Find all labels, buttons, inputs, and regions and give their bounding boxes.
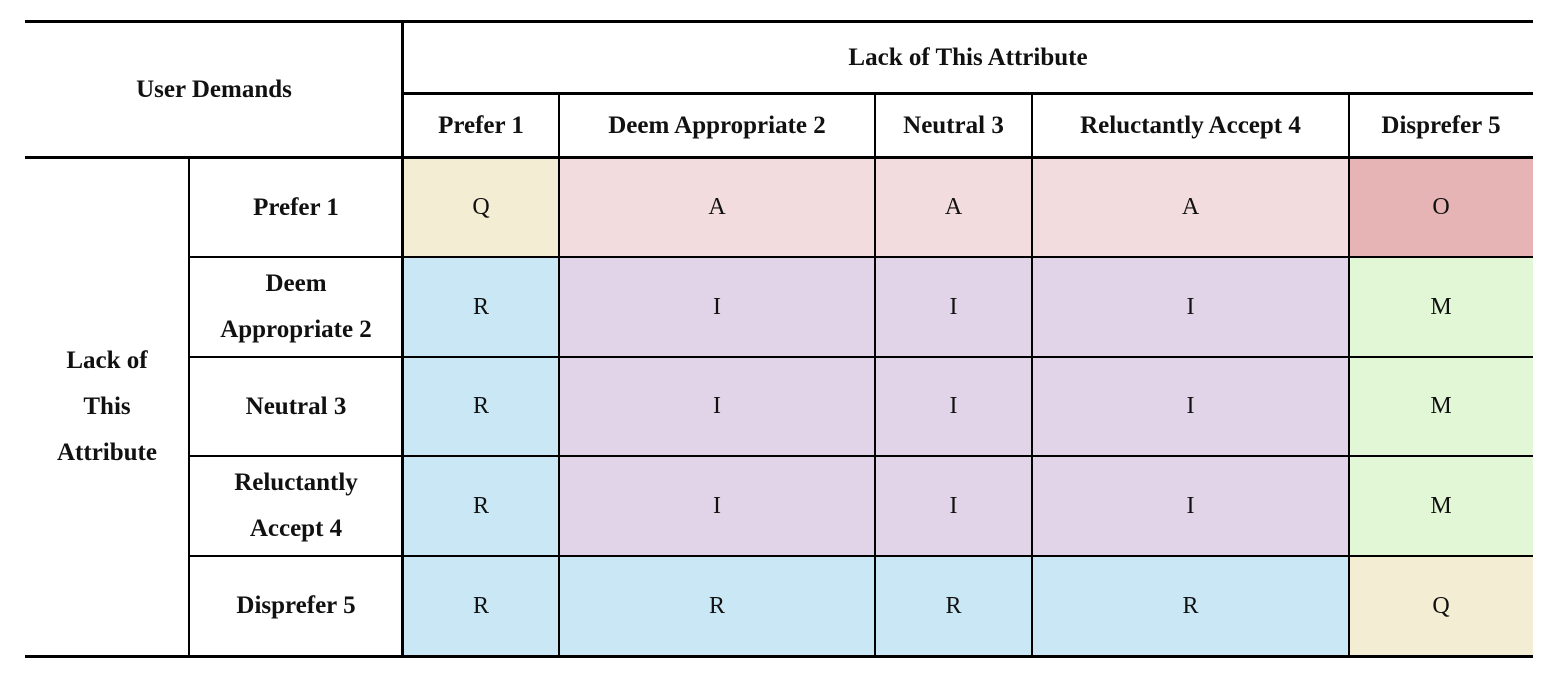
column-header-neutral: Neutral 3	[903, 112, 1004, 139]
row-group-header-line: This	[83, 393, 131, 420]
table-cell: R	[403, 357, 559, 456]
table-cell: O	[1349, 158, 1533, 257]
table-cell: R	[875, 556, 1032, 656]
row-group-divider-vertical	[188, 158, 190, 658]
header-bottom-rule	[25, 156, 1533, 159]
row-header-prefer: Prefer 1	[189, 158, 403, 257]
column-header-deem-appropriate: Deem Appropriate 2	[608, 112, 826, 139]
corner-header-user-demands: User Demands	[136, 76, 292, 103]
column-divider-vertical	[1348, 94, 1350, 658]
table-cell: I	[1032, 456, 1349, 556]
column-divider-vertical	[874, 94, 876, 658]
table-cell: M	[1349, 357, 1533, 456]
column-header-prefer: Prefer 1	[438, 112, 524, 139]
row-header-line: Accept 4	[249, 515, 343, 542]
bottom-rule	[25, 655, 1533, 658]
table-cell: R	[559, 556, 875, 656]
row-header-line: Appropriate 2	[220, 316, 372, 343]
column-header-reluctantly-accept: Reluctantly Accept 4	[1080, 112, 1301, 139]
table-cell: A	[559, 158, 875, 257]
row-group-header: Lack of This Attribute	[25, 158, 189, 656]
table-cell: I	[559, 257, 875, 357]
table-cell: A	[1032, 158, 1349, 257]
column-divider-vertical	[1031, 94, 1033, 658]
table-cell: Q	[403, 158, 559, 257]
table-cell: R	[403, 456, 559, 556]
row-header-neutral: Neutral 3	[189, 357, 403, 456]
row-divider-horizontal	[189, 555, 1533, 557]
row-header-line: Reluctantly	[234, 469, 358, 496]
table-cell: R	[403, 556, 559, 656]
row-divider-horizontal	[189, 455, 1533, 457]
table-cell: I	[875, 456, 1032, 556]
row-header-disprefer: Disprefer 5	[189, 556, 403, 656]
table-cell: I	[875, 357, 1032, 456]
row-header-line: Disprefer 5	[236, 592, 356, 619]
column-header-disprefer: Disprefer 5	[1381, 112, 1501, 139]
table-cell: R	[1032, 556, 1349, 656]
table-cell: Q	[1349, 556, 1533, 656]
row-group-header-line: Attribute	[57, 439, 157, 466]
row-divider-horizontal	[189, 356, 1533, 358]
table-cell: I	[1032, 357, 1349, 456]
table-cell: I	[875, 257, 1032, 357]
row-header-reluctantly-accept: Reluctantly Accept 4	[189, 456, 403, 556]
table-cell: R	[403, 257, 559, 357]
column-group-header: Lack of This Attribute	[848, 44, 1088, 71]
table-cell: I	[559, 357, 875, 456]
table-cell: A	[875, 158, 1032, 257]
table-cell: I	[559, 456, 875, 556]
row-header-line: Deem	[265, 270, 327, 297]
row-header-line: Neutral 3	[245, 392, 347, 420]
table-cell: M	[1349, 257, 1533, 357]
header-divider-vertical	[401, 20, 404, 658]
row-header-deem-appropriate: Deem Appropriate 2	[189, 257, 403, 357]
row-header-line: Prefer 1	[253, 193, 339, 221]
column-group-rule	[403, 92, 1533, 95]
table-cell: I	[1032, 257, 1349, 357]
row-group-header-line: Lack of	[66, 347, 148, 374]
table-cell: M	[1349, 456, 1533, 556]
top-rule	[25, 20, 1533, 23]
column-divider-vertical	[558, 94, 560, 658]
row-divider-horizontal	[189, 256, 1533, 258]
